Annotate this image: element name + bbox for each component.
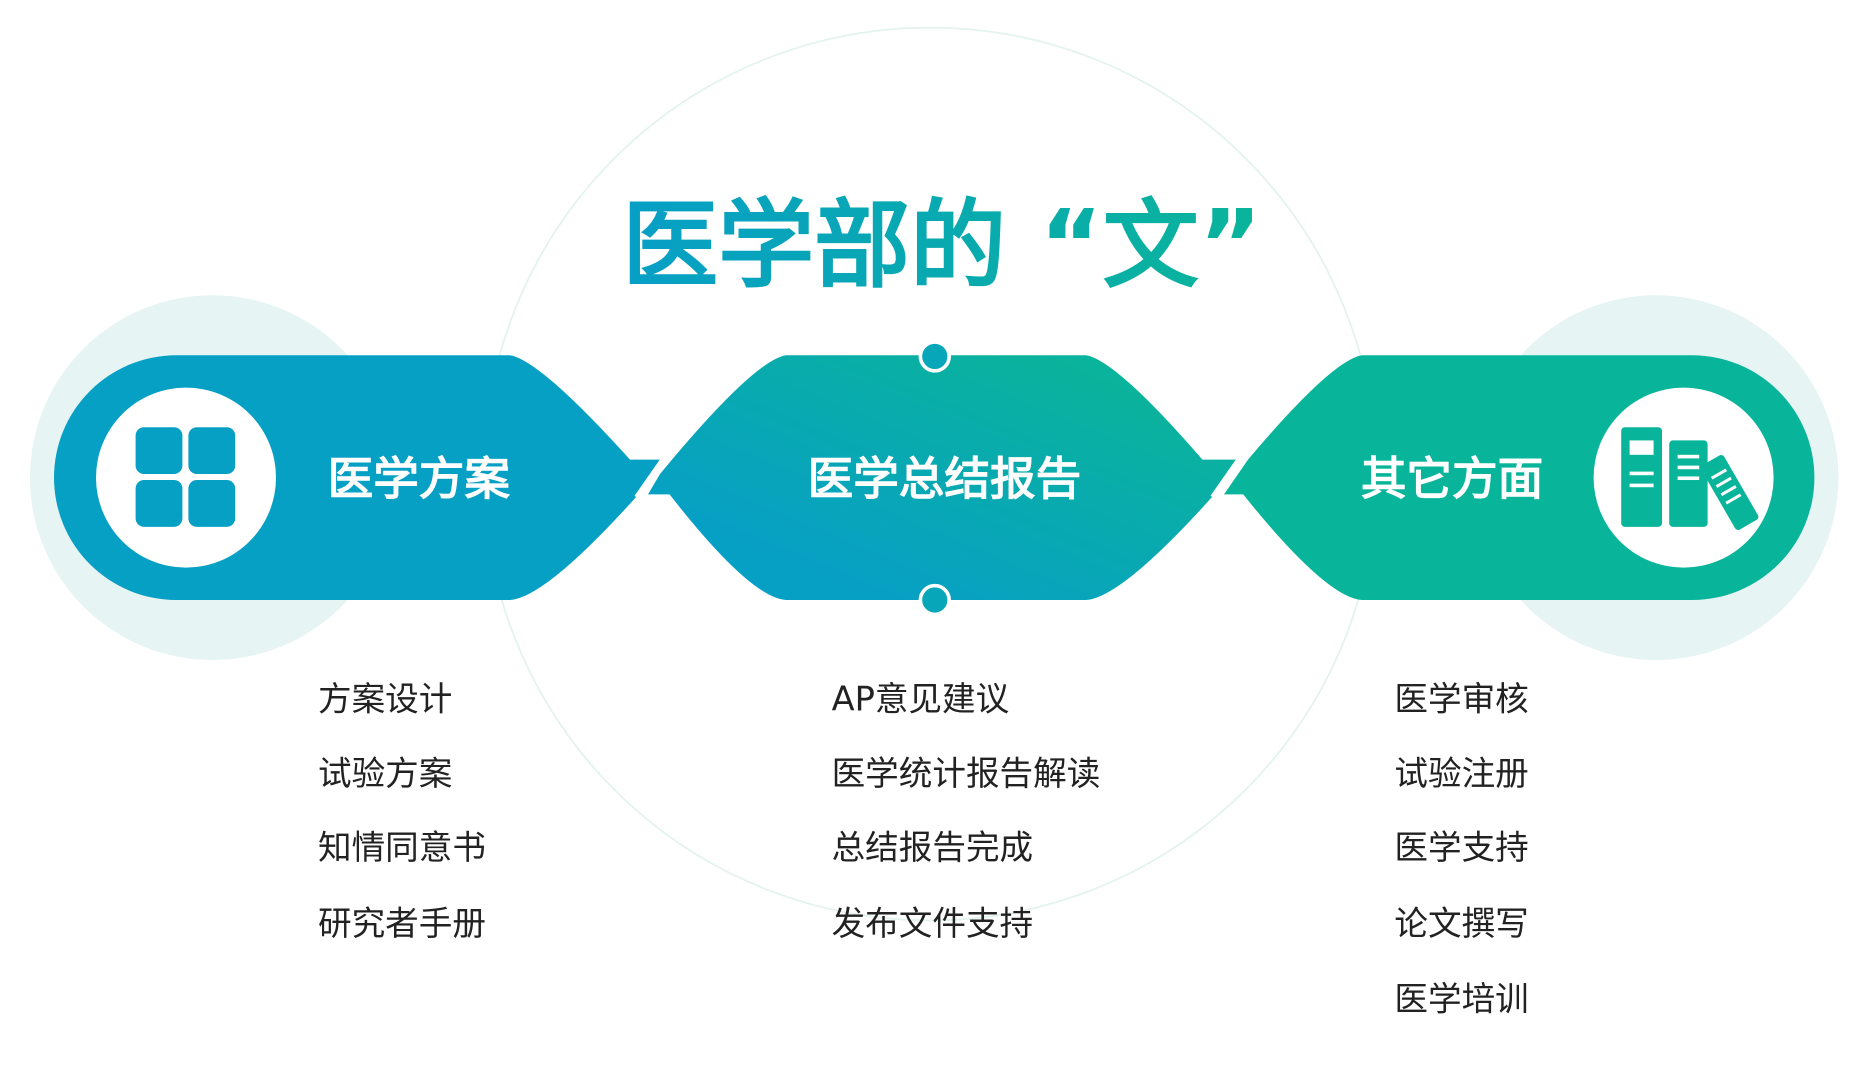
section-label-report: 医学总结报告	[808, 452, 1082, 505]
list-item: AP意见建议	[832, 679, 1010, 718]
books-icon	[1593, 387, 1774, 568]
plan-items: 方案设计 试验方案 知情同意书 研究者手册	[318, 679, 486, 942]
band-middle	[648, 355, 1236, 601]
list-item: 医学审核	[1394, 679, 1528, 718]
list-item: 试验方案	[318, 754, 452, 793]
report-items: AP意见建议 医学统计报告解读 总结报告完成 发布文件支持	[832, 679, 1101, 942]
connector-dot-top	[918, 340, 951, 373]
list-item: 总结报告完成	[832, 828, 1034, 867]
page-title: 医学部的 “文”	[622, 189, 1262, 301]
connector-dot-bottom	[918, 583, 951, 617]
list-item: 研究者手册	[318, 904, 486, 943]
list-item: 试验注册	[1394, 754, 1528, 793]
other-items: 医学审核 试验注册 医学支持 论文撰写 医学培训	[1394, 679, 1528, 1018]
list-item: 方案设计	[318, 679, 452, 718]
section-label-other: 其它方面	[1361, 452, 1543, 505]
grid-icon	[96, 387, 276, 568]
section-label-plan: 医学方案	[328, 452, 511, 505]
list-item: 医学培训	[1394, 979, 1528, 1018]
list-item: 发布文件支持	[832, 904, 1034, 943]
list-item: 医学支持	[1394, 828, 1528, 867]
list-item: 知情同意书	[318, 828, 486, 867]
list-item: 论文撰写	[1394, 904, 1528, 943]
list-item: 医学统计报告解读	[832, 754, 1101, 793]
